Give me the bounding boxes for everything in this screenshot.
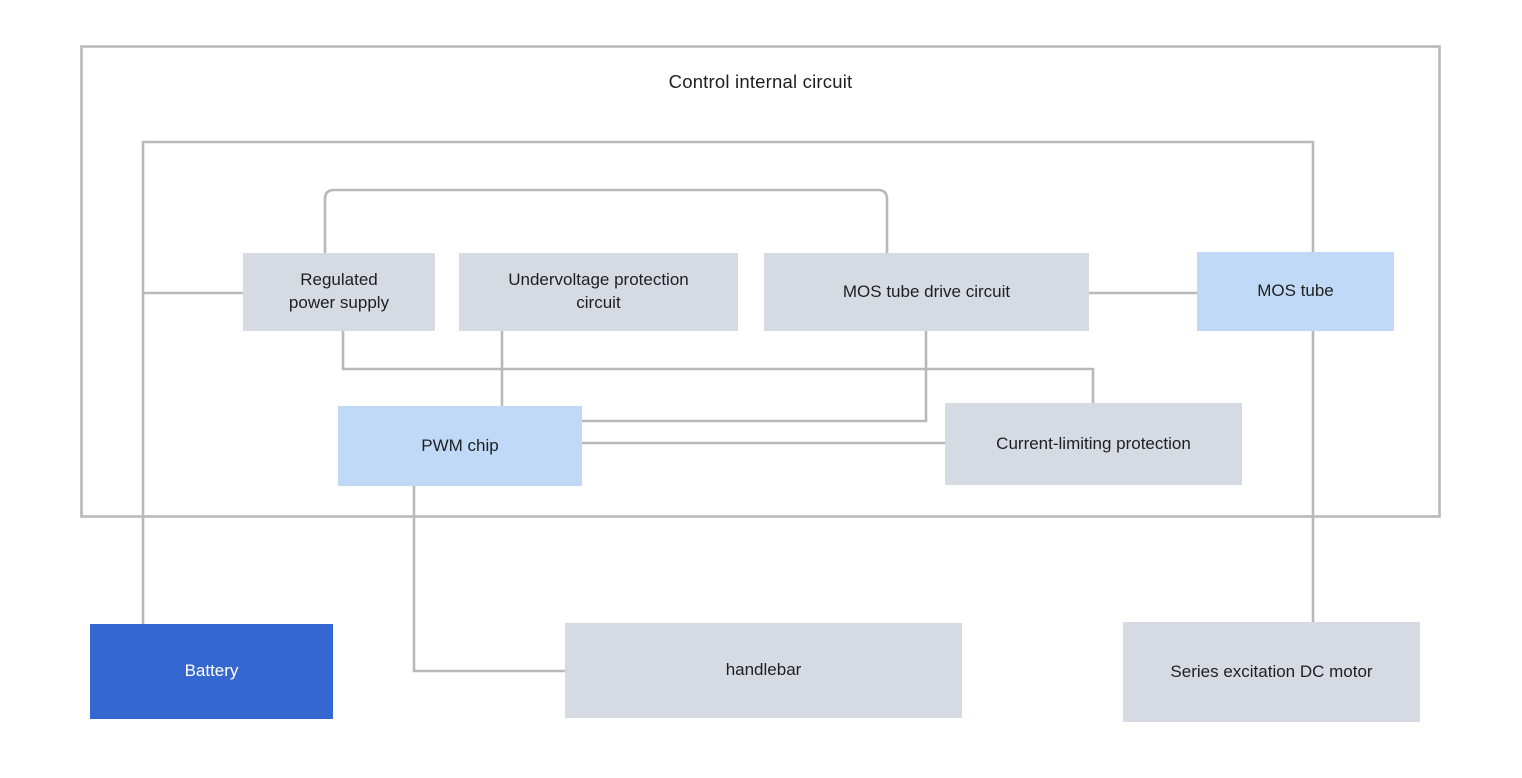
node-regulated-power-supply-label: Regulated power supply [288,270,390,312]
node-series-excitation-dc-motor-label: Series excitation DC motor [1170,661,1373,681]
node-undervoltage-protection-circuit: Undervoltage protection circuit [459,253,738,331]
node-current-limiting-protection: Current-limiting protection [945,403,1242,485]
edge-regulated-to-current-limit [341,331,1095,403]
node-pwm-chip: PWM chip [338,406,582,486]
node-mos-tube-drive-circuit-label: MOS tube drive circuit [842,281,1011,301]
node-current-limiting-protection-label: Current-limiting protection [996,433,1191,453]
node-handlebar-label: handlebar [725,660,802,680]
node-battery-label: Battery [184,661,239,681]
node-undervoltage-protection-circuit-label: Undervoltage protection circuit [508,270,689,312]
node-regulated-power-supply: Regulated power supply [243,253,435,331]
node-handlebar: handlebar [565,623,962,718]
edge-mos-drive-to-pwm [582,331,928,423]
control-internal-circuit-border [80,45,1441,518]
node-series-excitation-dc-motor: Series excitation DC motor [1123,622,1420,722]
edge-topbus-to-mos-tube-and-motor [143,140,1315,622]
node-mos-tube-label: MOS tube [1257,281,1334,301]
edge-pwm-to-handlebar [412,486,565,673]
diagram-title: Control internal circuit [668,71,853,92]
node-battery: Battery [90,624,333,719]
node-mos-tube-drive-circuit: MOS tube drive circuit [764,253,1089,331]
node-pwm-chip-label: PWM chip [421,435,499,455]
node-mos-tube: MOS tube [1197,252,1394,331]
edge-regulated-to-mos-drive [323,188,889,253]
